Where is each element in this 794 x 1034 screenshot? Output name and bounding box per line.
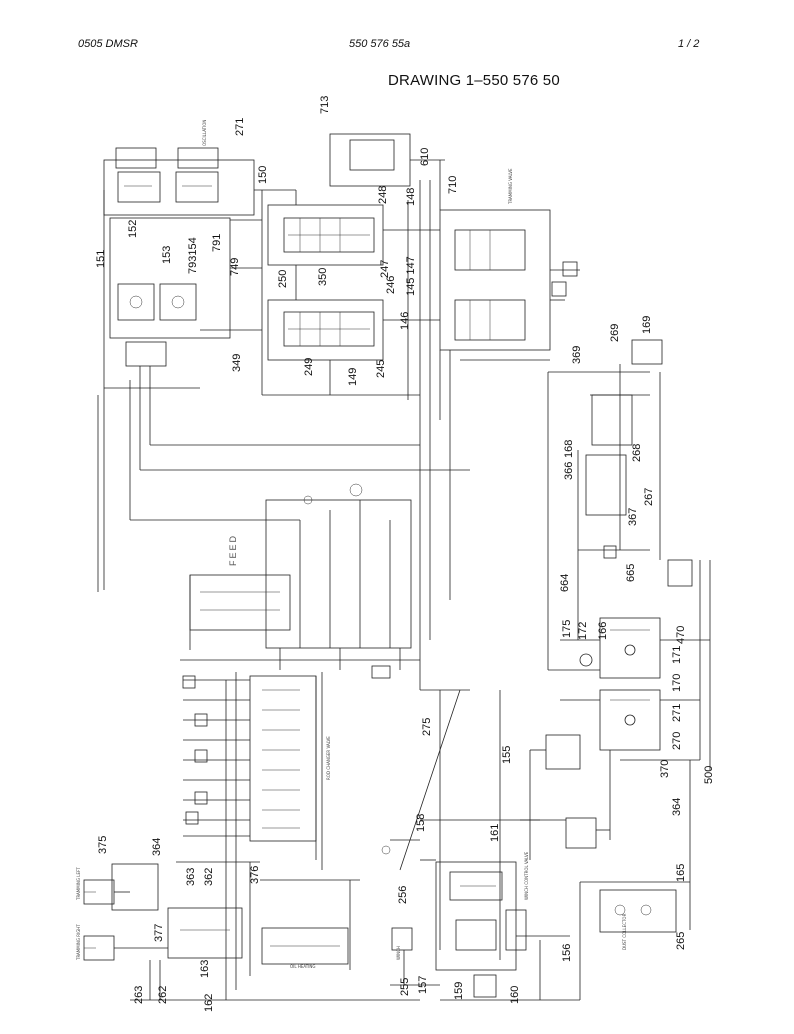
callout-256: 256 — [397, 886, 409, 904]
callout-151: 151 — [95, 250, 107, 268]
header-center: 550 576 55a — [349, 38, 411, 50]
callout-250: 250 — [277, 270, 289, 288]
callout-170: 170 — [671, 674, 683, 692]
callout-271-top: 271 — [234, 118, 246, 136]
callout-470: 470 — [675, 626, 687, 644]
callout-158: 158 — [415, 814, 427, 832]
callout-370: 370 — [659, 760, 671, 778]
callout-166: 166 — [597, 622, 609, 640]
callout-168: 168 — [563, 440, 575, 458]
tram-right-label: TRAMMING RIGHT — [76, 924, 81, 961]
callout-362: 362 — [203, 868, 215, 886]
callout-172: 172 — [577, 622, 589, 640]
callout-159: 159 — [453, 982, 465, 1000]
callout-500: 500 — [703, 766, 715, 784]
callout-367: 367 — [627, 508, 639, 526]
callout-275: 275 — [421, 718, 433, 736]
callout-363: 363 — [185, 868, 197, 886]
callout-377: 377 — [153, 924, 165, 942]
component-details — [84, 185, 652, 949]
callout-169: 169 — [641, 316, 653, 334]
drawing-title: DRAWING 1–550 576 50 — [388, 72, 560, 89]
tramming-valve-label: TRAMMING VALVE — [508, 168, 513, 205]
callout-610: 610 — [419, 148, 431, 166]
callout-710: 710 — [447, 176, 459, 194]
callout-145-147: 145 147 — [405, 256, 417, 296]
callout-793154: 793154 — [187, 237, 199, 274]
callout-265: 265 — [675, 932, 687, 950]
callout-146: 146 — [399, 312, 411, 330]
callout-791: 791 — [211, 234, 223, 252]
feed-label: FEED — [228, 534, 238, 566]
callout-156: 156 — [561, 944, 573, 962]
callout-163: 163 — [199, 960, 211, 978]
callout-271-bottom: 271 — [671, 704, 683, 722]
callout-161: 161 — [489, 824, 501, 842]
callout-148: 148 — [405, 188, 417, 206]
oscillation-label: OSCILLATION — [202, 120, 207, 146]
callout-665: 665 — [625, 564, 637, 582]
header-page: 1 / 2 — [678, 38, 700, 50]
callout-249: 249 — [303, 358, 315, 376]
callout-245: 245 — [375, 360, 387, 378]
callout-152: 152 — [127, 220, 139, 238]
rod-changer-valve-label: ROD CHANGER VALVE — [326, 736, 331, 780]
schematic-lines — [83, 133, 711, 1001]
callout-255: 255 — [399, 978, 411, 996]
dust-collector-label: DUST COLLECTOR — [622, 913, 627, 950]
oil-heating-label: OIL HEATING — [290, 964, 316, 969]
callout-162: 162 — [203, 994, 215, 1012]
callout-369: 369 — [571, 346, 583, 364]
callout-248: 248 — [377, 186, 389, 204]
callout-171: 171 — [671, 646, 683, 664]
callout-247: 247 — [379, 260, 391, 278]
tram-left-label: TRAMMING LEFT — [76, 867, 81, 901]
header-left: 0505 DMSR — [78, 38, 138, 50]
callout-269: 269 — [609, 324, 621, 342]
callout-350: 350 — [317, 268, 329, 286]
callout-165: 165 — [675, 864, 687, 882]
callout-149: 149 — [347, 368, 359, 386]
callout-664: 664 — [559, 574, 571, 592]
callout-268: 268 — [631, 444, 643, 462]
callout-155: 155 — [501, 746, 513, 764]
callout-numbers: 713 271 150 610 710 248 148 152 151 153 … — [95, 96, 715, 1012]
callout-376: 376 — [249, 866, 261, 884]
callout-364-left: 364 — [151, 838, 163, 856]
callout-157: 157 — [417, 976, 429, 994]
callout-262: 262 — [157, 986, 169, 1004]
callout-175: 175 — [561, 620, 573, 638]
callout-713: 713 — [319, 96, 331, 114]
callout-150: 150 — [257, 166, 269, 184]
callout-349: 349 — [231, 354, 243, 372]
winch-label: WINCH — [396, 946, 401, 960]
callout-270: 270 — [671, 732, 683, 750]
component-labels: OSCILLATION TRAMMING VALVE ROD CHANGER V… — [76, 120, 627, 969]
callout-749: 749 — [229, 258, 241, 276]
callout-153: 153 — [161, 246, 173, 264]
callout-364-right: 364 — [671, 798, 683, 816]
callout-267: 267 — [643, 488, 655, 506]
callout-366: 366 — [563, 462, 575, 480]
callout-263: 263 — [133, 986, 145, 1004]
callout-246: 246 — [385, 276, 397, 294]
callout-375: 375 — [97, 836, 109, 854]
callout-160: 160 — [509, 986, 521, 1004]
winch-control-valve-label: WINCH CONTROL VALVE — [524, 851, 529, 900]
